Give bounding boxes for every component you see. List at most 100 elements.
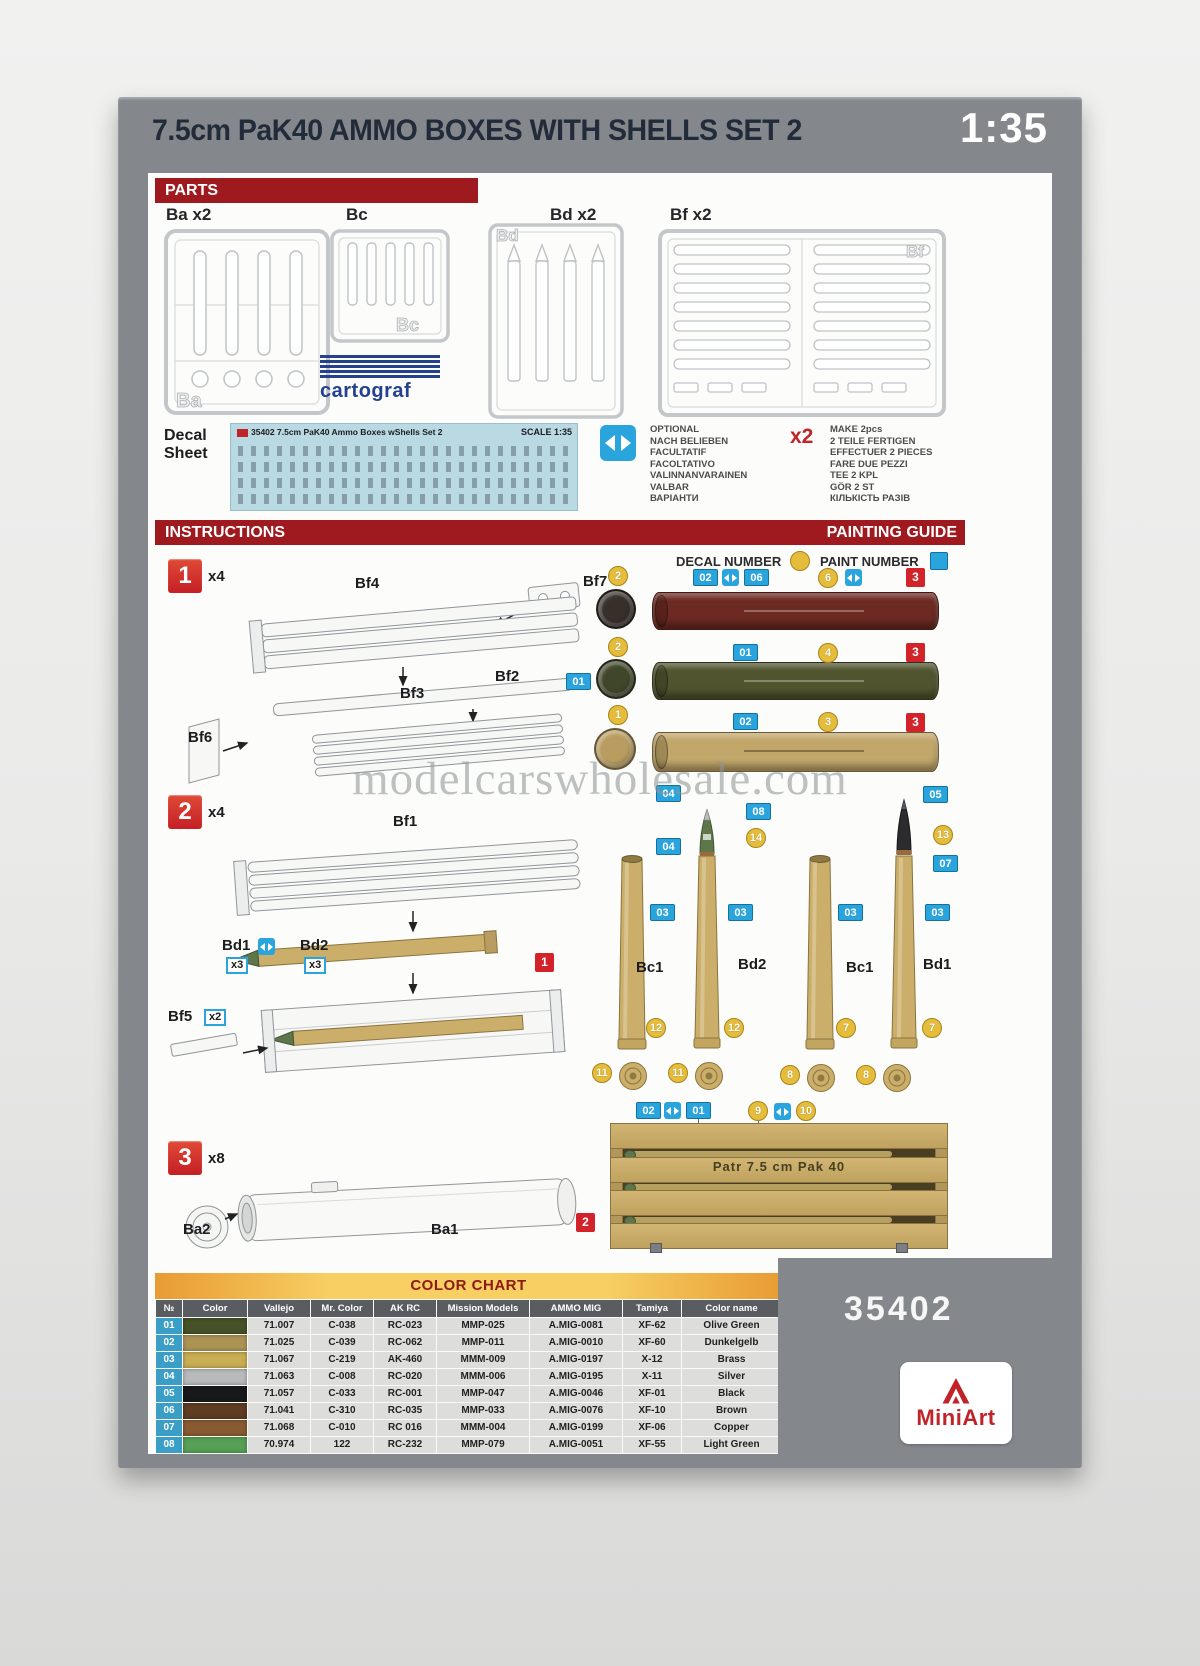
paint-chip: 01 <box>733 644 758 661</box>
chart-cell: MMP-011 <box>437 1335 529 1351</box>
chart-cell: Brown <box>682 1403 781 1419</box>
crate-shell <box>632 1217 892 1223</box>
box-title: 7.5cm PaK40 AMMO BOXES WITH SHELLS SET 2 <box>152 114 802 147</box>
step-ref-chip: 3 <box>906 643 925 662</box>
miniart-logo-mark <box>942 1378 970 1404</box>
sprue-ba-figure: Ba <box>164 229 330 415</box>
step1-qty: x4 <box>208 568 225 585</box>
shell-bd1-figure <box>890 798 918 1049</box>
decal-chip: 10 <box>796 1101 816 1121</box>
chart-cell: 71.057 <box>248 1386 310 1402</box>
sprue-bc-label: Bc <box>346 205 368 224</box>
chart-cell: C-039 <box>311 1335 373 1351</box>
instructions-section-bar: INSTRUCTIONS PAINTING GUIDE <box>155 520 965 545</box>
shell-base-figure <box>695 1062 723 1090</box>
step-ref-chip: 2 <box>576 1213 595 1232</box>
paint-option-icon <box>664 1102 681 1119</box>
optional-icon <box>600 425 636 461</box>
paint-chip: 03 <box>728 904 753 921</box>
chart-cell: C-008 <box>311 1369 373 1385</box>
color-chart: COLOR CHART № Color Vallejo Mr. Color AK… <box>155 1273 782 1454</box>
scale-badge: 1:35 <box>959 104 1048 151</box>
part-label-bf4: Bf4 <box>355 575 380 592</box>
chart-cell: 70.974 <box>248 1437 310 1453</box>
paint-chip: 05 <box>923 786 948 803</box>
paint-chip: 08 <box>746 803 771 820</box>
svg-text:Bf: Bf <box>906 242 924 261</box>
step2-badge: 2 <box>168 795 202 829</box>
chart-color-swatch <box>183 1369 247 1385</box>
paint-option-icon <box>722 569 739 586</box>
part-label-bf1: Bf1 <box>393 813 418 830</box>
chart-cell: X-12 <box>623 1352 681 1368</box>
chart-cell: A.MIG-0197 <box>530 1352 622 1368</box>
chart-row-number: 08 <box>156 1437 182 1453</box>
chart-cell: RC-035 <box>374 1403 436 1419</box>
paint-option-icon <box>258 938 275 955</box>
miniart-logo-text: MiniArt <box>916 1405 996 1430</box>
decal-chip: 9 <box>748 1101 768 1121</box>
decal-chip-sample <box>790 551 810 571</box>
crate-latch <box>896 1243 908 1253</box>
shell-label-bd1: Bd1 <box>923 956 952 973</box>
chart-cell: AK-460 <box>374 1352 436 1368</box>
chart-cell: 71.067 <box>248 1352 310 1368</box>
chart-header-cell: Color <box>183 1300 247 1317</box>
decal-chip: 7 <box>836 1018 856 1038</box>
shell-label-bc1: Bc1 <box>846 959 874 976</box>
chart-cell: A.MIG-0010 <box>530 1335 622 1351</box>
chart-cell: RC-232 <box>374 1437 436 1453</box>
chart-cell: MMP-033 <box>437 1403 529 1419</box>
chart-cell: MMM-004 <box>437 1420 529 1436</box>
miniart-mini-logo <box>237 428 248 437</box>
chart-row-number: 02 <box>156 1335 182 1351</box>
paint-chip: 02 <box>636 1102 661 1119</box>
paint-chip: 03 <box>650 904 675 921</box>
step3-qty: x8 <box>208 1150 225 1167</box>
crate-board <box>610 1190 948 1216</box>
chart-cell: A.MIG-0195 <box>530 1369 622 1385</box>
chart-cell: XF-62 <box>623 1318 681 1334</box>
chart-cell: 71.041 <box>248 1403 310 1419</box>
chart-header-cell: № <box>156 1300 182 1317</box>
chart-color-swatch <box>183 1420 247 1436</box>
sheet-content: PARTS Ba x2 Bc Bd x2 Bf x2 Ba <box>148 173 1052 1454</box>
decal-chip: 11 <box>668 1063 688 1083</box>
decal-chip: 1 <box>608 705 628 725</box>
step3-badge: 3 <box>168 1141 202 1175</box>
chart-cell: A.MIG-0199 <box>530 1420 622 1436</box>
chart-cell: RC-001 <box>374 1386 436 1402</box>
sprue-bd-figure: Bd <box>488 223 624 419</box>
decal-sheet-label: Decal Sheet <box>164 427 208 462</box>
chart-row-number: 03 <box>156 1352 182 1368</box>
paint-chip: 01 <box>566 673 591 690</box>
shell-base-figure <box>619 1062 647 1090</box>
paint-chip: 07 <box>933 855 958 872</box>
chart-cell: XF-10 <box>623 1403 681 1419</box>
decal-chip: 13 <box>933 825 953 845</box>
cartograf-text: cartograf <box>320 380 412 402</box>
optional-text: OPTIONAL NACH BELIEBEN FACULTATIF FACOLT… <box>650 424 748 504</box>
tube-cap-redbrown <box>596 589 636 629</box>
chart-cell: A.MIG-0051 <box>530 1437 622 1453</box>
sprue-ba-label: Ba x2 <box>166 205 212 224</box>
crate-latch <box>650 1243 662 1253</box>
legend-paint-label: PAINT NUMBER <box>820 554 919 569</box>
chart-cell: 71.007 <box>248 1318 310 1334</box>
decal-chip: 14 <box>746 828 766 848</box>
shell-bc1-figure <box>805 855 835 1050</box>
chart-cell: C-310 <box>311 1403 373 1419</box>
chart-cell: C-038 <box>311 1318 373 1334</box>
tube-cap-olive <box>596 659 636 699</box>
chart-cell: RC 016 <box>374 1420 436 1436</box>
part-label-bf2: Bf2 <box>495 668 520 685</box>
chart-cell: XF-55 <box>623 1437 681 1453</box>
chart-cell: A.MIG-0081 <box>530 1318 622 1334</box>
kit-box-back: 7.5cm PaK40 AMMO BOXES WITH SHELLS SET 2… <box>118 97 1082 1468</box>
chart-cell: RC-023 <box>374 1318 436 1334</box>
chart-cell: C-010 <box>311 1420 373 1436</box>
crate-board <box>610 1223 948 1249</box>
decal-chip: 2 <box>608 566 628 586</box>
chart-row-number: 04 <box>156 1369 182 1385</box>
chart-header-cell: Vallejo <box>248 1300 310 1317</box>
